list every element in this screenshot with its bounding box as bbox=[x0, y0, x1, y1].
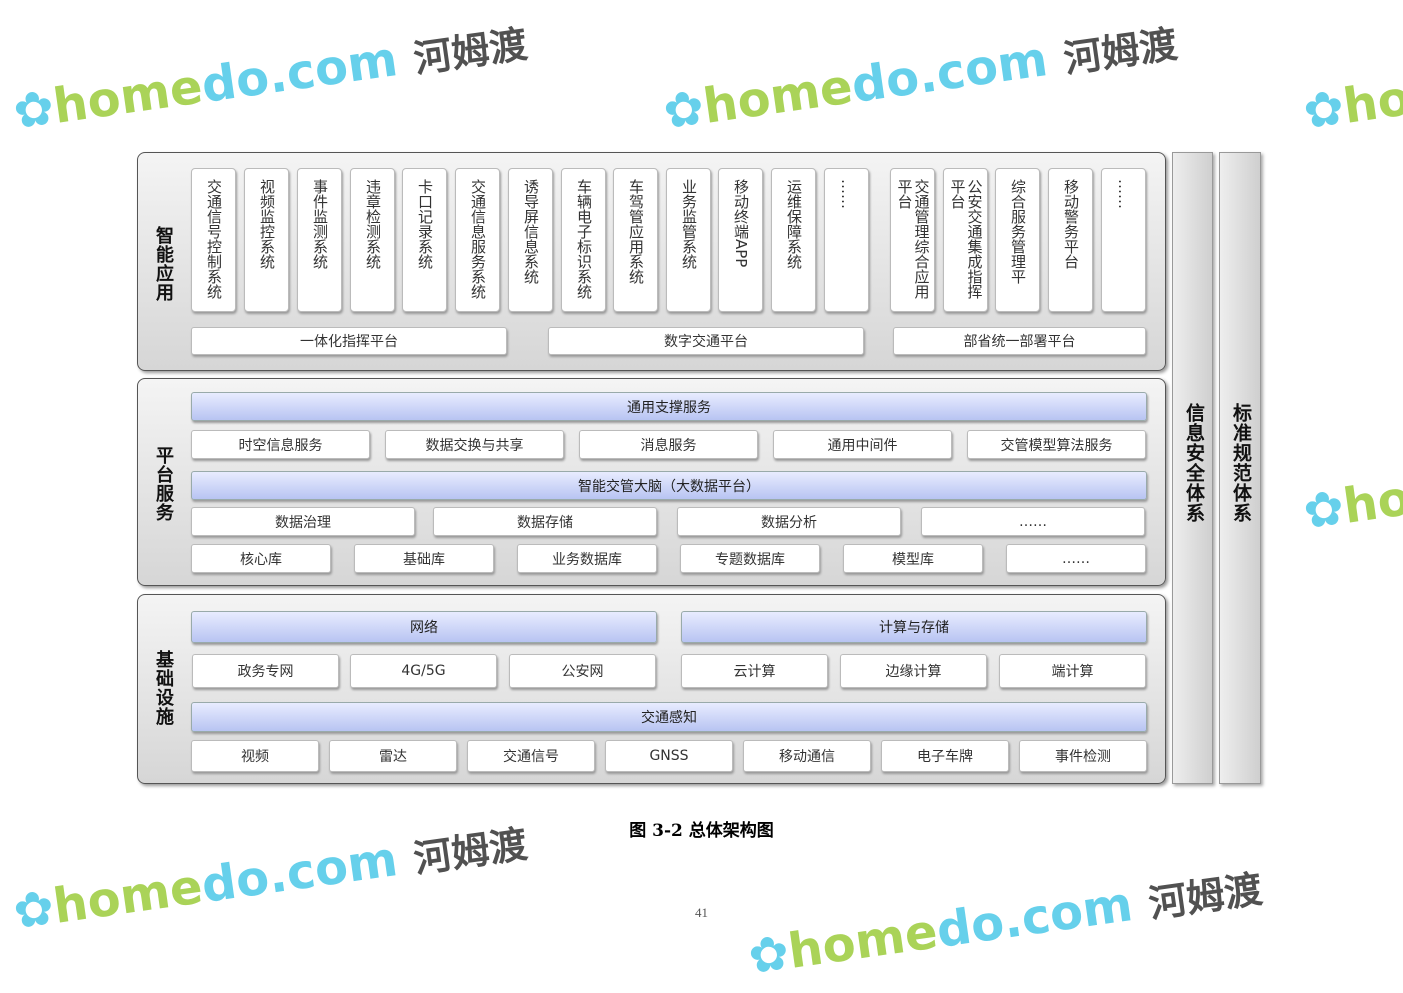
homedo-watermark: ✿homedo.com 河姆渡 bbox=[745, 866, 1266, 986]
sensing-box: 视频 bbox=[191, 740, 319, 772]
app-system-box: 车驾管应用系统 bbox=[613, 168, 658, 312]
app-system-box: 诱导屏信息系统 bbox=[508, 168, 553, 312]
compute-box: 端计算 bbox=[999, 654, 1146, 688]
app-system-box: 违章检测系统 bbox=[350, 168, 395, 312]
compute-box: 边缘计算 bbox=[840, 654, 987, 688]
app-system-box: 运维保障系统 bbox=[771, 168, 816, 312]
app-system-box: 事件监测系统 bbox=[297, 168, 342, 312]
app-system-box: 车辆电子标识系统 bbox=[561, 168, 606, 312]
figure-caption: 图 3-2 总体架构图 bbox=[629, 821, 774, 841]
app-system-box: 视频监控系统 bbox=[244, 168, 289, 312]
big-data-platform-bar: 智能交管大脑（大数据平台） bbox=[191, 471, 1147, 500]
support-service-box: 时空信息服务 bbox=[191, 430, 370, 459]
sensing-box: 电子车牌 bbox=[881, 740, 1009, 772]
sensing-box: 事件检测 bbox=[1019, 740, 1147, 772]
data-service-box: 数据存储 bbox=[433, 507, 657, 536]
support-service-box: 交管模型算法服务 bbox=[967, 430, 1146, 459]
sensing-box: GNSS bbox=[605, 740, 733, 772]
compute-box: 云计算 bbox=[681, 654, 828, 688]
traffic-sensing-bar: 交通感知 bbox=[191, 702, 1147, 732]
app-system-box: 移动警务平台 bbox=[1048, 168, 1093, 312]
app-system-box: 交通信号控制系统 bbox=[191, 168, 236, 312]
network-bar: 网络 bbox=[191, 611, 657, 643]
homedo-watermark: ✿homedo.com 河姆渡 bbox=[10, 21, 531, 141]
support-service-box: 通用中间件 bbox=[773, 430, 952, 459]
app-platform-box: 数字交通平台 bbox=[548, 327, 864, 355]
database-box: 业务数据库 bbox=[517, 544, 657, 573]
database-box: 模型库 bbox=[843, 544, 983, 573]
app-layer-label: 智能应用 bbox=[153, 226, 174, 302]
data-service-box: 数据治理 bbox=[191, 507, 415, 536]
app-system-box: 交通信息服务系统 bbox=[455, 168, 500, 312]
compute-storage-bar: 计算与存储 bbox=[681, 611, 1147, 643]
database-box: 专题数据库 bbox=[680, 544, 820, 573]
app-platform-box: 一体化指挥平台 bbox=[191, 327, 507, 355]
network-box: 政务专网 bbox=[192, 654, 339, 688]
sensing-box: 雷达 bbox=[329, 740, 457, 772]
database-box: 基础库 bbox=[354, 544, 494, 573]
page-number: 41 bbox=[695, 905, 708, 920]
app-system-box: …… bbox=[1101, 168, 1146, 312]
homedo-watermark: ✿homedo.com 河姆渡 bbox=[660, 21, 1181, 141]
standards-column: 标准规范体系 bbox=[1219, 152, 1261, 784]
sensing-box: 交通信号 bbox=[467, 740, 595, 772]
database-box: …… bbox=[1006, 544, 1146, 573]
app-system-box: 业务监管系统 bbox=[666, 168, 711, 312]
database-box: 核心库 bbox=[191, 544, 331, 573]
support-services-bar: 通用支撑服务 bbox=[191, 392, 1147, 421]
homedo-watermark: ✿homedo.com 河姆渡 bbox=[1300, 458, 1403, 541]
app-system-box: …… bbox=[824, 168, 869, 312]
app-system-box: 交通管理综合应用平台 bbox=[890, 168, 935, 312]
app-platform-box: 部省统一部署平台 bbox=[893, 327, 1146, 355]
sensing-box: 移动通信 bbox=[743, 740, 871, 772]
network-box: 公安网 bbox=[509, 654, 656, 688]
data-service-box: …… bbox=[921, 507, 1145, 536]
app-system-box: 综合服务管理平 bbox=[995, 168, 1040, 312]
support-service-box: 消息服务 bbox=[579, 430, 758, 459]
support-service-box: 数据交换与共享 bbox=[385, 430, 564, 459]
app-system-box: 卡口记录系统 bbox=[402, 168, 447, 312]
network-box: 4G/5G bbox=[350, 654, 497, 688]
infra-layer-label: 基础设施 bbox=[153, 650, 174, 726]
standards-label: 标准规范体系 bbox=[1230, 403, 1252, 523]
platform-layer-label: 平台服务 bbox=[153, 446, 174, 522]
security-column: 信息安全体系 bbox=[1172, 152, 1213, 784]
security-label: 信息安全体系 bbox=[1183, 403, 1205, 523]
app-system-box: 移动终端APP bbox=[718, 168, 763, 312]
data-service-box: 数据分析 bbox=[677, 507, 901, 536]
app-system-box: 公安交通集成指挥平台 bbox=[943, 168, 988, 312]
homedo-watermark: ✿homedo.com 河姆渡 bbox=[1300, 58, 1403, 141]
